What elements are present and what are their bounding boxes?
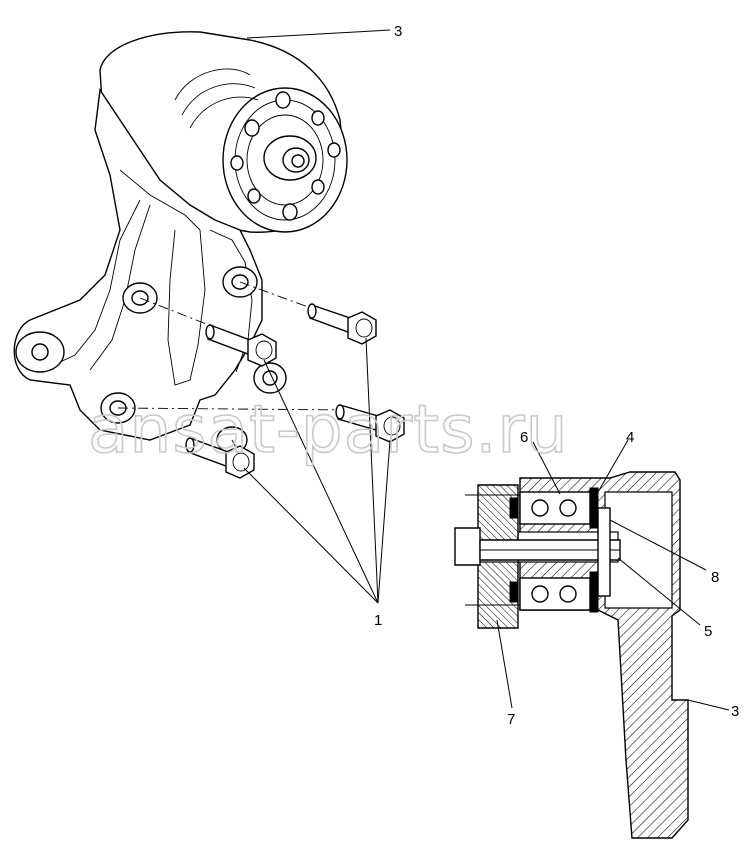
bolts bbox=[185, 303, 405, 479]
bolt-3 bbox=[335, 404, 405, 443]
bolt-1 bbox=[307, 303, 377, 345]
pump-bracket-assembly bbox=[13, 29, 405, 604]
mounting-bracket bbox=[13, 88, 263, 441]
callout-4: 4 bbox=[626, 429, 634, 446]
shaft bbox=[454, 527, 481, 566]
watermark-text: ansat-parts.ru bbox=[88, 391, 568, 468]
bolt-2 bbox=[205, 324, 277, 367]
callout-6: 6 bbox=[520, 429, 528, 446]
callout-1: 1 bbox=[374, 612, 382, 629]
bracket-bosses bbox=[15, 266, 287, 454]
pump-section-view bbox=[454, 439, 730, 839]
callout-7: 7 bbox=[507, 711, 515, 728]
bolt-4 bbox=[185, 437, 255, 479]
callout-3-top: 3 bbox=[394, 23, 402, 40]
callout-labels: 3 1 6 4 8 5 7 3 bbox=[374, 23, 739, 728]
callout-8: 8 bbox=[711, 569, 719, 586]
flange-holes bbox=[230, 91, 341, 221]
callout-5: 5 bbox=[704, 623, 712, 640]
callout-1-leaders bbox=[243, 337, 391, 604]
callout-3-bottom: 3 bbox=[731, 703, 739, 720]
bearings bbox=[519, 491, 591, 611]
